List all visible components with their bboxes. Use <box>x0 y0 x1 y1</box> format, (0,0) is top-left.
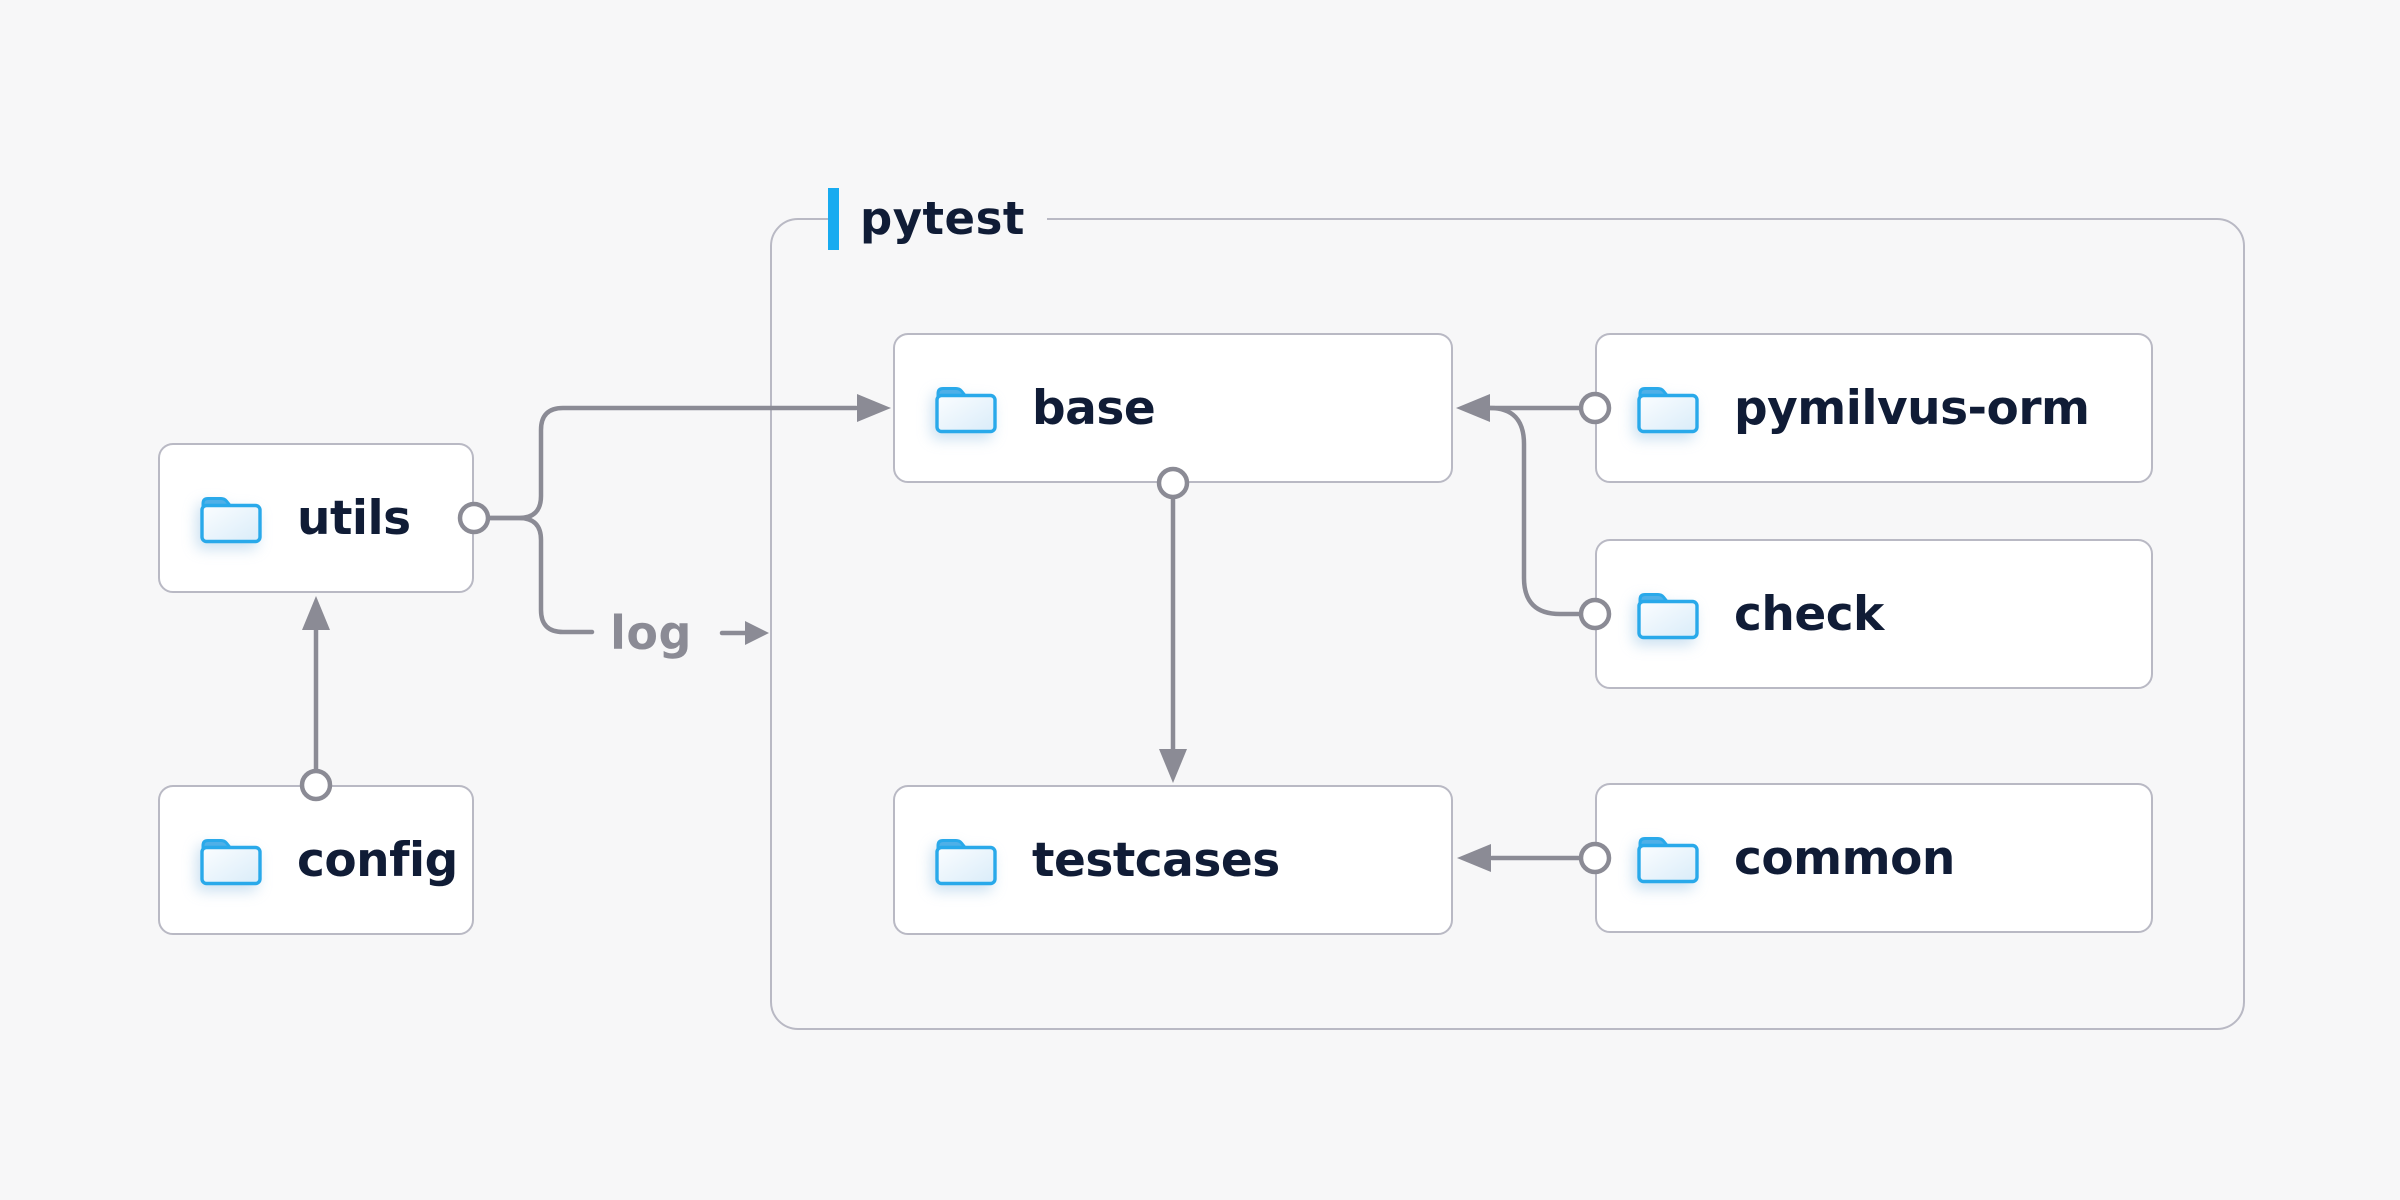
edge-config-to-utils <box>302 596 330 774</box>
log-edge-label: log <box>610 606 692 660</box>
node-base: base <box>893 333 1453 483</box>
node-label: pymilvus-orm <box>1734 380 2090 436</box>
folder-icon <box>1637 837 1699 884</box>
pytest-group-container: pytest <box>770 187 2245 1030</box>
edge-utils-to-log-line <box>485 515 595 635</box>
node-testcases: testcases <box>893 785 1453 935</box>
folder-icon <box>935 839 997 886</box>
folder-icon <box>200 497 262 544</box>
folder-icon <box>935 387 997 434</box>
node-label: common <box>1734 830 1955 886</box>
node-label: utils <box>297 490 411 546</box>
node-label: testcases <box>1032 832 1280 888</box>
node-common: common <box>1595 783 2153 933</box>
node-label: config <box>297 832 458 888</box>
node-config: config <box>158 785 474 935</box>
pytest-group-label: pytest <box>828 187 1047 251</box>
arrowhead-up-icon <box>302 596 330 630</box>
folder-icon <box>1637 593 1699 640</box>
node-check: check <box>1595 539 2153 689</box>
folder-icon <box>1637 387 1699 434</box>
node-label: base <box>1032 380 1156 436</box>
node-label: check <box>1734 586 1884 642</box>
arrowhead-small-right-icon <box>745 621 769 645</box>
node-pymilvus-orm: pymilvus-orm <box>1595 333 2153 483</box>
pytest-group-title: pytest <box>860 192 1025 245</box>
folder-icon <box>200 839 262 886</box>
node-utils: utils <box>158 443 474 593</box>
accent-bar <box>828 188 839 250</box>
